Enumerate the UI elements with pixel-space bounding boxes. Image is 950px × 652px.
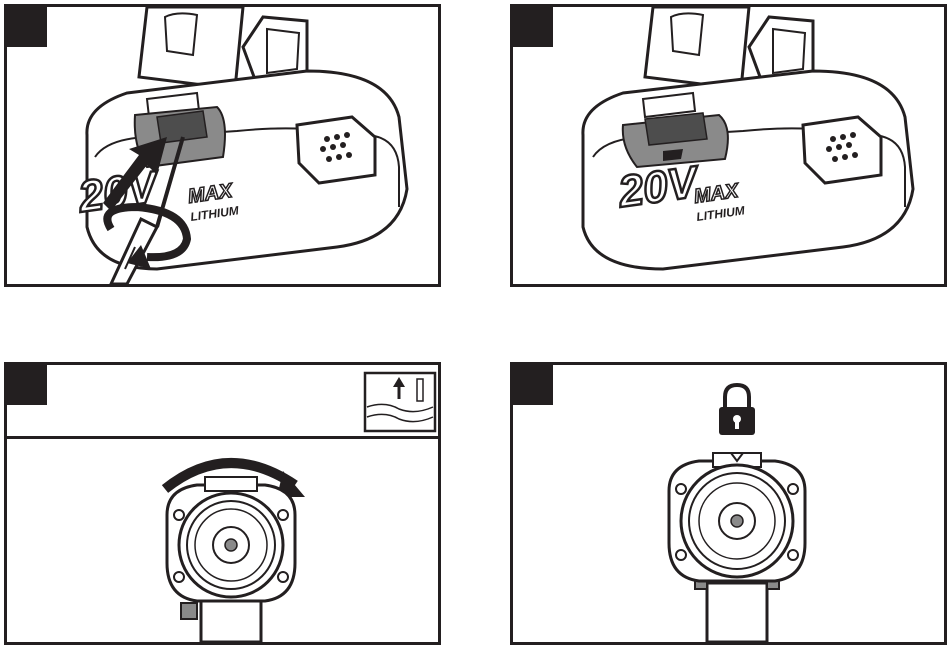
panel-d (510, 362, 947, 645)
chuck-locked-illustration (513, 365, 944, 642)
battery-installed-illustration: 20V MAX LITHIUM (513, 7, 944, 284)
step-marker (513, 365, 553, 405)
lock-icon (719, 385, 755, 435)
step-marker (7, 7, 47, 47)
battery-removal-illustration: 20V MAX LITHIUM (7, 7, 438, 284)
step-marker (513, 7, 553, 47)
drill-depth-icon (365, 373, 435, 431)
panel-b: 20V MAX LITHIUM (510, 4, 947, 287)
step-marker (7, 365, 47, 405)
panel-c (4, 362, 441, 645)
chuck-rotation-illustration (7, 365, 438, 642)
panel-a: 20V MAX LITHIUM (4, 4, 441, 287)
